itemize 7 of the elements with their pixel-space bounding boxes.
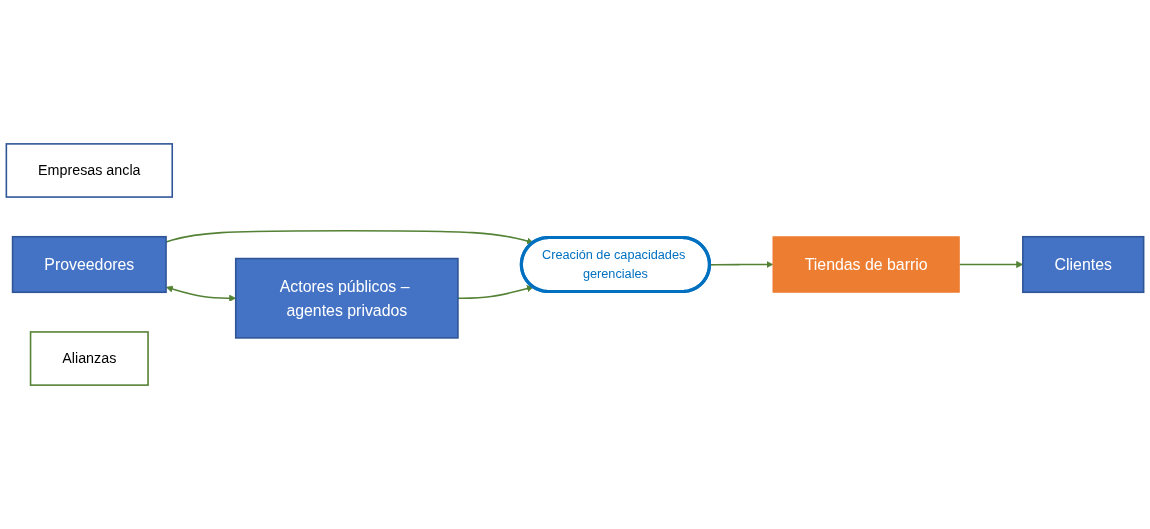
node-box: Empresas ancla [5, 143, 174, 198]
node-box: Proveedores [11, 235, 167, 294]
node-box: Clientes [1022, 235, 1145, 294]
node-box: Actores públicos – agentes privados [234, 257, 459, 339]
arrow [457, 285, 534, 300]
node-box: Alianzas [29, 331, 149, 386]
node-box: Tiendas de barrio [772, 236, 960, 293]
